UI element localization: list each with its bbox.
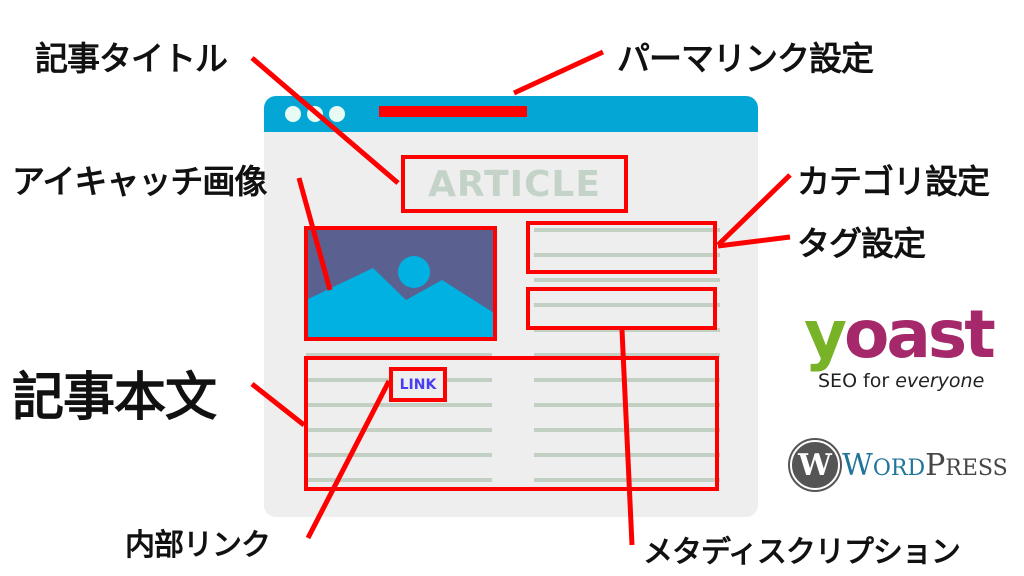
- label-meta-description: メタディスクリプション: [643, 535, 961, 570]
- text-line: [534, 253, 720, 257]
- window-dot-icon: [307, 106, 323, 122]
- text-line: [306, 453, 492, 457]
- text-line: [534, 228, 720, 232]
- yoast-tagline: SEO for everyone: [818, 370, 985, 392]
- yoast-wordmark: yoast: [804, 296, 996, 373]
- category-tag-highlight: [526, 221, 717, 274]
- text-line: [306, 478, 492, 482]
- window-dot-icon: [329, 106, 345, 122]
- featured-image-highlight: [304, 226, 497, 341]
- wordpress-logo: W WORDPRESS: [790, 438, 1010, 490]
- article-body-highlight: [304, 356, 719, 491]
- label-permalink: パーマリンク設定: [617, 39, 874, 78]
- browser-title-bar: [264, 96, 758, 132]
- landscape-image-icon: [306, 228, 494, 338]
- text-line: [534, 303, 720, 307]
- label-internal-link: 内部リンク: [125, 528, 271, 563]
- article-title-text: ARTICLE: [428, 163, 601, 205]
- label-featured-image: アイキャッチ画像: [12, 162, 267, 201]
- featured-image-placeholder: [306, 228, 494, 338]
- label-tags: タグ設定: [797, 224, 926, 263]
- text-line: [306, 403, 492, 407]
- text-line: [306, 353, 492, 357]
- article-title-highlight: ARTICLE: [401, 155, 628, 213]
- label-article-body: 記事本文: [12, 368, 217, 428]
- link-text: LINK: [399, 376, 437, 393]
- internal-link-highlight: LINK: [389, 367, 447, 402]
- yoast-logo: yoast SEO for everyone: [804, 300, 1004, 400]
- permalink-leader-line: [512, 49, 605, 96]
- wordpress-wordmark: WORDPRESS: [842, 448, 1008, 483]
- text-line: [534, 278, 720, 282]
- label-article-title: 記事タイトル: [35, 39, 228, 78]
- permalink-url-bar: [379, 106, 527, 117]
- text-line: [306, 428, 492, 432]
- meta-description-highlight: [526, 287, 717, 330]
- wordpress-w-icon: W: [790, 440, 840, 490]
- label-category: カテゴリ設定: [797, 162, 990, 201]
- window-dot-icon: [285, 106, 301, 122]
